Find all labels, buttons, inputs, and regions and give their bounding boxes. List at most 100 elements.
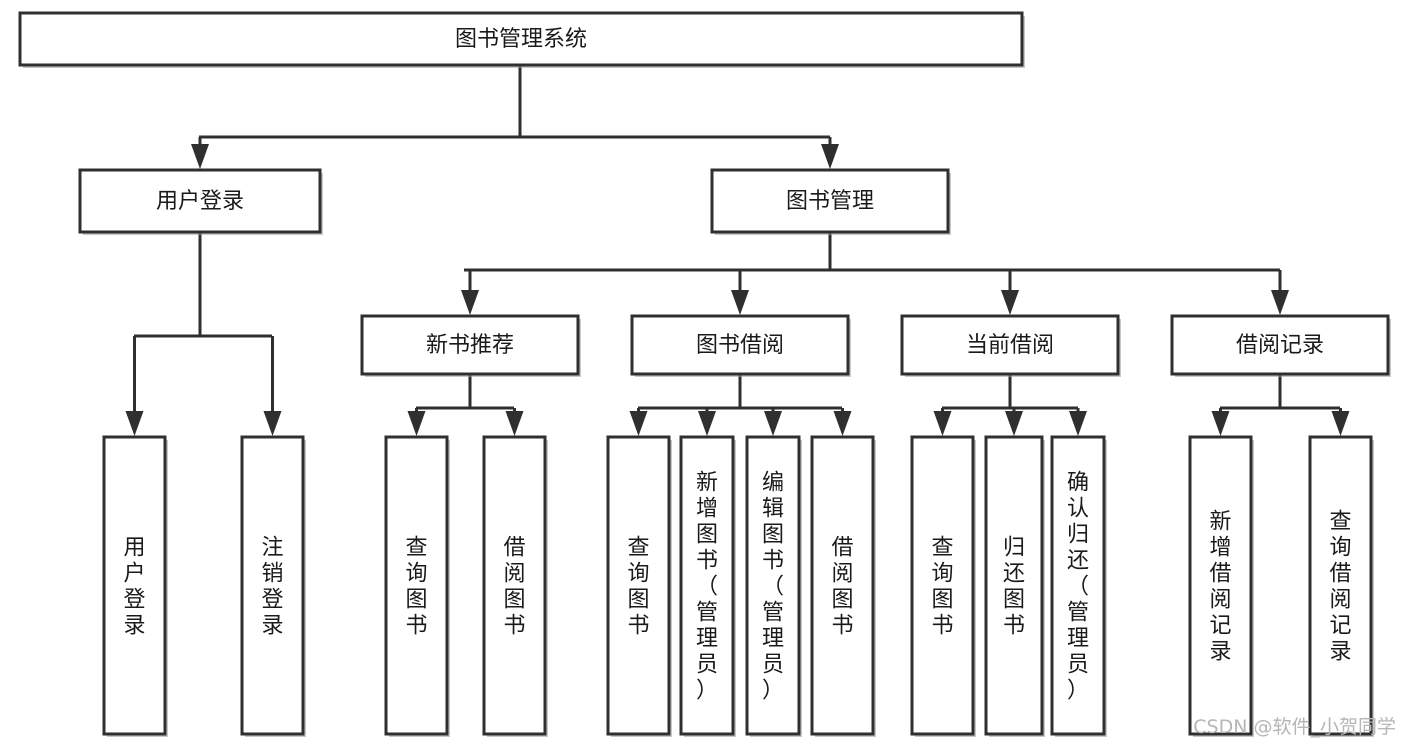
node-rect[interactable] bbox=[1170, 314, 1390, 376]
node-rect[interactable] bbox=[1188, 435, 1253, 736]
arrow-head-icon bbox=[731, 290, 749, 315]
node-label: 查询借阅记录 bbox=[1329, 510, 1351, 665]
node-leaf-current-return[interactable]: 归还图书 bbox=[984, 435, 1045, 737]
node-label: 借阅图书 bbox=[503, 536, 525, 639]
node-label: 图书管理系统 bbox=[455, 27, 587, 52]
node-rect[interactable] bbox=[630, 314, 850, 376]
arrow-head-icon bbox=[1069, 411, 1087, 436]
node-layer: 图书管理系统用户登录图书管理新书推荐图书借阅当前借阅借阅记录用户登录注销登录查询… bbox=[18, 11, 1391, 737]
arrow-head-icon bbox=[1211, 411, 1230, 436]
edge-l3-borrow-to-leaf-borrow-lend bbox=[833, 408, 852, 436]
node-rect[interactable] bbox=[482, 435, 547, 736]
node-rect[interactable] bbox=[910, 435, 975, 736]
connector-root-bus bbox=[199, 65, 830, 139]
node-leaf-borrow-add[interactable]: 新增图书（管理员） bbox=[679, 435, 736, 737]
edge-l3-current-to-leaf-current-query bbox=[933, 408, 952, 436]
arrow-head-icon bbox=[461, 290, 479, 315]
arrow-head-icon bbox=[191, 144, 209, 169]
arrow-head-icon bbox=[407, 411, 426, 436]
node-rect[interactable] bbox=[606, 435, 671, 736]
node-label: 确认归还（管理员） bbox=[1067, 471, 1089, 704]
node-leaf-record-query[interactable]: 查询借阅记录 bbox=[1308, 435, 1374, 737]
arrow-head-icon bbox=[764, 411, 782, 436]
node-label: 查询图书 bbox=[405, 536, 427, 639]
node-l3-current[interactable]: 当前借阅 bbox=[900, 314, 1121, 377]
node-label: 借阅图书 bbox=[831, 536, 853, 639]
node-label: 当前借阅 bbox=[966, 333, 1054, 358]
node-label: 查询图书 bbox=[931, 536, 953, 639]
node-leaf-borrow-query[interactable]: 查询图书 bbox=[606, 435, 672, 737]
arrow-head-icon bbox=[125, 411, 144, 436]
node-rect[interactable] bbox=[78, 168, 322, 234]
node-rect[interactable] bbox=[384, 435, 449, 736]
node-rect[interactable] bbox=[1050, 435, 1106, 736]
edge-l3-new-to-leaf-new-query bbox=[407, 408, 426, 436]
node-label: 归还图书 bbox=[1003, 536, 1025, 639]
node-leaf-new-query[interactable]: 查询图书 bbox=[384, 435, 450, 737]
node-leaf-new-borrow[interactable]: 借阅图书 bbox=[482, 435, 548, 737]
arrow-head-icon bbox=[833, 411, 852, 436]
node-rect[interactable] bbox=[984, 435, 1044, 736]
connector-book-borrow-bus bbox=[638, 374, 842, 410]
arrow-head-icon bbox=[1331, 411, 1350, 436]
node-leaf-borrow-lend[interactable]: 借阅图书 bbox=[810, 435, 876, 737]
arrow-head-icon bbox=[629, 411, 648, 436]
arrow-head-icon bbox=[1271, 290, 1289, 315]
node-label: 新增图书（管理员） bbox=[696, 471, 718, 704]
node-leaf-record-add[interactable]: 新增借阅记录 bbox=[1188, 435, 1254, 737]
node-rect[interactable] bbox=[810, 435, 875, 736]
node-rect[interactable] bbox=[745, 435, 801, 736]
node-rect[interactable] bbox=[900, 314, 1120, 376]
edge-l3-record-to-leaf-record-add bbox=[1211, 408, 1230, 436]
node-l3-borrow[interactable]: 图书借阅 bbox=[630, 314, 851, 377]
connector-record-bus bbox=[1220, 374, 1340, 410]
node-l3-new[interactable]: 新书推荐 bbox=[360, 314, 581, 377]
edge-l2-user-to-leaf-user-logout bbox=[263, 336, 282, 436]
node-leaf-current-query[interactable]: 查询图书 bbox=[910, 435, 976, 737]
edge-l2-user-to-leaf-user-login bbox=[125, 336, 144, 436]
node-rect[interactable] bbox=[710, 168, 950, 234]
arrow-head-icon bbox=[933, 411, 952, 436]
arrow-head-icon bbox=[698, 411, 716, 436]
arrow-head-icon bbox=[821, 144, 839, 169]
edge-l3-new-to-leaf-new-borrow bbox=[505, 408, 524, 436]
connector-book-manage-bus bbox=[464, 232, 1280, 272]
node-rect[interactable] bbox=[1308, 435, 1373, 736]
edge-l3-current-to-leaf-current-return bbox=[1005, 408, 1023, 436]
node-rect[interactable] bbox=[240, 435, 305, 736]
node-label: 新书推荐 bbox=[426, 333, 514, 358]
arrow-head-icon bbox=[505, 411, 524, 436]
node-label: 用户登录 bbox=[156, 189, 244, 214]
arrow-head-icon bbox=[1001, 290, 1019, 315]
node-rect[interactable] bbox=[102, 435, 167, 736]
node-rect[interactable] bbox=[18, 11, 1024, 67]
node-rect[interactable] bbox=[679, 435, 735, 736]
edge-l3-borrow-to-leaf-borrow-add bbox=[698, 408, 716, 436]
node-leaf-current-confirm[interactable]: 确认归还（管理员） bbox=[1050, 435, 1107, 737]
arrow-head-icon bbox=[1005, 411, 1023, 436]
node-leaf-borrow-edit[interactable]: 编辑图书（管理员） bbox=[745, 435, 802, 737]
node-l3-record[interactable]: 借阅记录 bbox=[1170, 314, 1391, 377]
node-label: 用户登录 bbox=[123, 536, 145, 639]
connector-current-borrow-bus bbox=[942, 374, 1078, 410]
edge-l3-borrow-to-leaf-borrow-edit bbox=[764, 408, 782, 436]
edge-l3-current-to-leaf-current-confirm bbox=[1069, 408, 1087, 436]
node-root[interactable]: 图书管理系统 bbox=[18, 11, 1025, 68]
node-leaf-user-logout[interactable]: 注销登录 bbox=[240, 435, 306, 737]
node-leaf-user-login[interactable]: 用户登录 bbox=[102, 435, 168, 737]
node-l2-user[interactable]: 用户登录 bbox=[78, 168, 323, 235]
edge-l2-book-to-l3-current bbox=[1001, 270, 1019, 315]
node-label: 注销登录 bbox=[261, 536, 283, 639]
connector-layer bbox=[125, 65, 1350, 436]
arrow-head-icon bbox=[263, 411, 282, 436]
edge-l3-record-to-leaf-record-query bbox=[1331, 408, 1350, 436]
node-label: 新增借阅记录 bbox=[1209, 510, 1231, 665]
watermark-label: CSDN @软件_小贺同学 bbox=[1193, 716, 1396, 738]
node-rect[interactable] bbox=[360, 314, 580, 376]
node-label: 图书管理 bbox=[786, 189, 874, 214]
edge-l2-book-to-l3-new bbox=[461, 270, 479, 315]
node-label: 图书借阅 bbox=[696, 333, 784, 358]
node-l2-book[interactable]: 图书管理 bbox=[710, 168, 951, 235]
